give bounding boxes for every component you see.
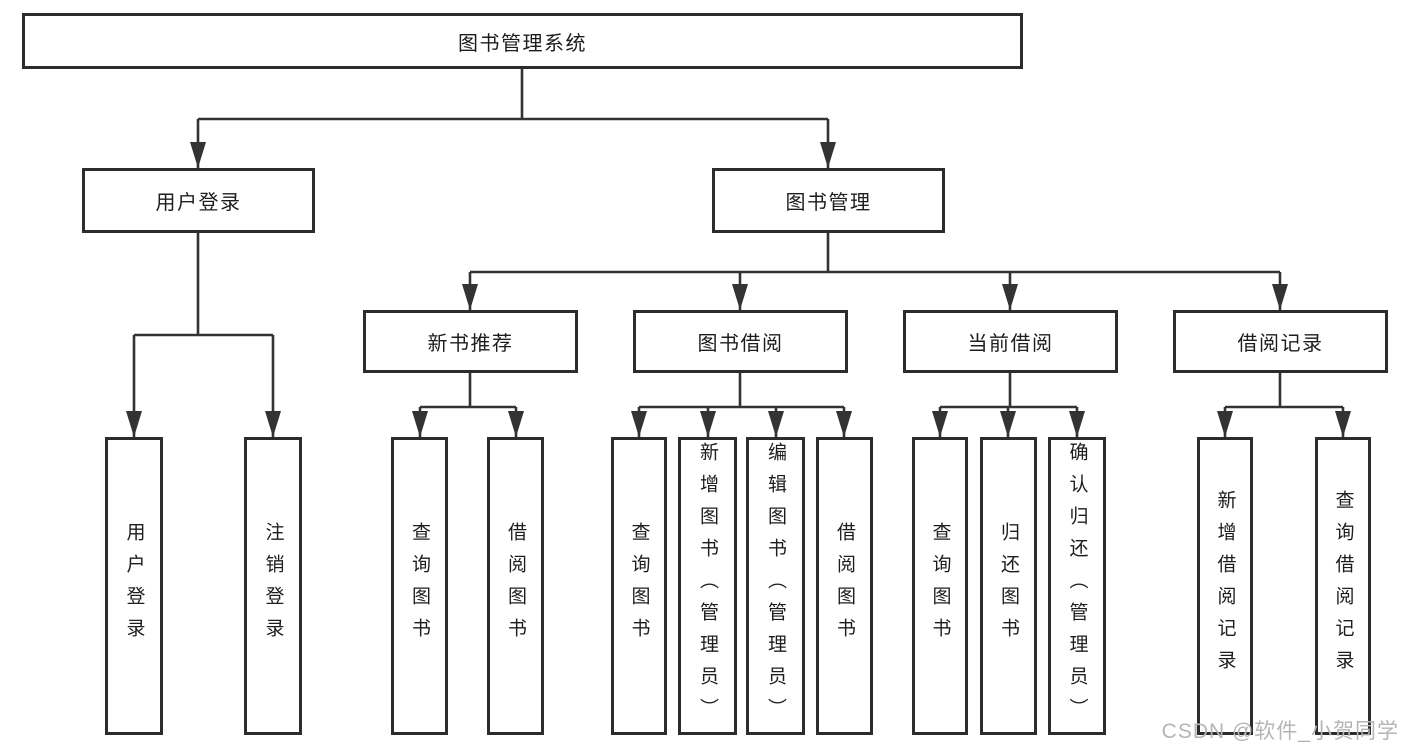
leaf-query-books-current: 查询图书 xyxy=(912,437,968,735)
leaf-label: 用户登录 xyxy=(123,522,145,650)
leaf-borrow-books: 借阅图书 xyxy=(816,437,873,735)
node-label: 用户登录 xyxy=(155,192,242,214)
leaf-label: 新增图书（管理员） xyxy=(697,442,718,730)
node-book-management: 图书管理 xyxy=(712,168,945,233)
leaf-return-book: 归还图书 xyxy=(980,437,1037,735)
node-label: 新书推荐 xyxy=(427,333,514,355)
leaf-edit-book-admin: 编辑图书（管理员） xyxy=(746,437,805,735)
leaf-query-borrow-record: 查询借阅记录 xyxy=(1315,437,1371,735)
leaf-label: 注销登录 xyxy=(262,522,284,650)
leaf-add-borrow-record: 新增借阅记录 xyxy=(1197,437,1253,735)
node-label: 图书借阅 xyxy=(697,333,784,355)
leaf-label: 借阅图书 xyxy=(505,522,526,650)
node-new-book-recommend: 新书推荐 xyxy=(363,310,578,373)
leaf-label: 查询图书 xyxy=(628,522,650,650)
leaf-label: 查询图书 xyxy=(929,522,951,650)
leaf-logout: 注销登录 xyxy=(244,437,302,735)
node-user-login: 用户登录 xyxy=(82,168,315,233)
leaf-query-books-recommend: 查询图书 xyxy=(391,437,448,735)
node-root-library-system: 图书管理系统 xyxy=(22,13,1023,69)
arrowheads xyxy=(126,142,1351,437)
node-label: 借阅记录 xyxy=(1237,333,1324,355)
leaf-confirm-return-admin: 确认归还（管理员） xyxy=(1048,437,1106,735)
leaf-add-book-admin: 新增图书（管理员） xyxy=(678,437,737,735)
node-current-borrow: 当前借阅 xyxy=(903,310,1118,373)
node-book-borrow: 图书借阅 xyxy=(633,310,848,373)
leaf-label: 归还图书 xyxy=(998,522,1019,650)
node-label: 图书管理 xyxy=(785,192,872,214)
node-label: 当前借阅 xyxy=(967,333,1054,355)
leaf-label: 确认归还（管理员） xyxy=(1066,442,1088,730)
leaf-query-books-borrow: 查询图书 xyxy=(611,437,667,735)
node-label: 图书管理系统 xyxy=(458,32,587,55)
leaf-label: 编辑图书（管理员） xyxy=(765,442,786,730)
leaf-label: 借阅图书 xyxy=(834,522,855,650)
node-borrow-records: 借阅记录 xyxy=(1173,310,1388,373)
leaf-label: 新增借阅记录 xyxy=(1214,490,1236,682)
leaf-label: 查询图书 xyxy=(409,522,430,650)
leaf-user-login: 用户登录 xyxy=(105,437,163,735)
csdn-watermark: CSDN @软件_小贺同学 xyxy=(1161,720,1399,743)
leaf-borrow-books-recommend: 借阅图书 xyxy=(487,437,544,735)
tree-edges xyxy=(132,69,1345,439)
leaf-label: 查询借阅记录 xyxy=(1332,490,1354,682)
